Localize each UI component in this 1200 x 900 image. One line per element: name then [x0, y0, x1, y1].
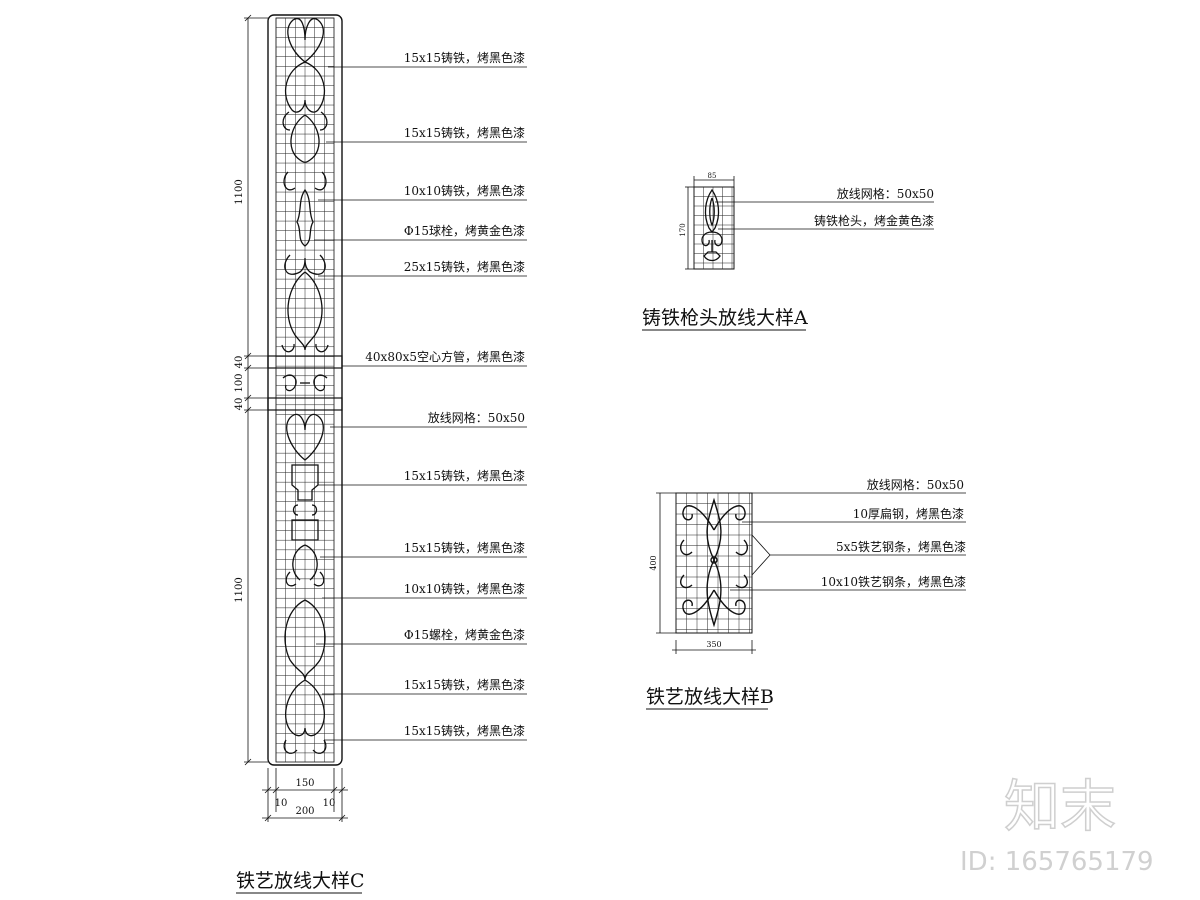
detail-c-frame: [267, 14, 343, 766]
detail-b-dims: [656, 492, 756, 654]
detail-a-callout-2: 铸铁枪头，烤金黄色漆: [814, 213, 934, 228]
detail-b-callout-1: 放线网格：50x50: [867, 477, 964, 492]
detail-b-callout-3: 5x5铁艺钢条，烤黑色漆: [836, 539, 966, 554]
detail-a-frame: [693, 186, 735, 270]
detail-c-callout-8: 15x15铸铁，烤黑色漆: [404, 468, 525, 483]
detail-c-title: 铁艺放线大样C: [236, 870, 365, 892]
detail-b-dim-width: 350: [706, 640, 721, 649]
detail-c-callout-9: 15x15铸铁，烤黑色漆: [404, 540, 525, 555]
detail-c-dim-bottom: [262, 768, 348, 822]
detail-b-ornament: [680, 497, 748, 628]
detail-a-callout-1: 放线网格：50x50: [837, 186, 934, 201]
detail-a-grid: [693, 186, 734, 269]
dim-total-width: 200: [295, 806, 314, 817]
detail-c-callout-7: 放线网格：50x50: [428, 410, 525, 425]
detail-b-callout-4: 10x10铁艺钢条，烤黑色漆: [821, 574, 966, 589]
detail-c-callout-10: 10x10铸铁，烤黑色漆: [404, 581, 525, 596]
detail-c-callout-11: Φ15螺栓，烤黄金色漆: [404, 627, 525, 642]
detail-a-leaders: [715, 201, 934, 230]
dim-top-height: 1100: [234, 179, 245, 204]
dim-inner-width: 150: [295, 778, 314, 789]
detail-c-callout-1: 15x15铸铁，烤黑色漆: [404, 50, 525, 65]
detail-a-title: 铸铁枪头放线大样A: [642, 307, 808, 329]
detail-c-callout-3: 10x10铸铁，烤黑色漆: [404, 183, 525, 198]
dim-mid-2: 100: [234, 373, 245, 392]
detail-a-dim-height: 170: [679, 223, 687, 236]
dim-bottom-height: 1100: [234, 577, 245, 602]
detail-b: 400 350 放线网格：50x50 10厚扁钢，烤黑色漆 5x5铁艺钢条，烤黑…: [646, 477, 966, 710]
detail-c-callouts: 15x15铸铁，烤黑色漆 15x15铸铁，烤黑色漆 10x10铸铁，烤黑色漆 Φ15球…: [365, 50, 525, 738]
dim-left-offset: 10: [275, 798, 288, 809]
watermark-id: ID: 165765179: [960, 847, 1154, 877]
dim-mid-1: 40: [234, 356, 245, 369]
dim-right-offset: 10: [323, 798, 336, 809]
detail-c-leaders: [314, 66, 527, 741]
detail-a: 85 170 放线网格：50x50 铸铁枪头，烤金黄色漆 铸铁枪头放线大样A: [642, 172, 934, 331]
detail-b-title: 铁艺放线大样B: [646, 686, 774, 708]
detail-c-ornament-middle: [282, 374, 328, 392]
detail-c-ornament-upper: [281, 17, 329, 353]
detail-a-dims: [685, 176, 735, 270]
detail-c-callout-13: 15x15铸铁，烤黑色漆: [404, 723, 525, 738]
watermark-logo: 知末: [1004, 775, 1116, 840]
detail-c-callout-6: 40x80x5空心方管，烤黑色漆: [365, 349, 525, 364]
detail-c-callout-5: 25x15铸铁，烤黑色漆: [404, 259, 525, 274]
detail-c-middle-tube-lower: [267, 397, 343, 411]
detail-c-ornament-lower: [283, 413, 327, 754]
detail-c-middle-tube: [267, 355, 343, 369]
detail-c-grid: [275, 17, 334, 762]
detail-c-callout-12: 15x15铸铁，烤黑色漆: [404, 677, 525, 692]
detail-c-callout-4: Φ15球栓，烤黄金色漆: [404, 223, 525, 238]
detail-b-leaders: [720, 492, 966, 591]
detail-a-spearhead: [701, 188, 723, 262]
detail-a-dim-width: 85: [708, 172, 717, 180]
detail-c: 1100 40 100 40 1100 150 10 10 200 15x15铸…: [234, 14, 527, 894]
detail-c-dim-left: [244, 14, 268, 766]
dim-mid-3: 40: [234, 398, 245, 411]
detail-c-callout-2: 15x15铸铁，烤黑色漆: [404, 125, 525, 140]
detail-b-callout-2: 10厚扁钢，烤黑色漆: [853, 506, 964, 521]
detail-b-dim-height: 400: [649, 555, 658, 570]
